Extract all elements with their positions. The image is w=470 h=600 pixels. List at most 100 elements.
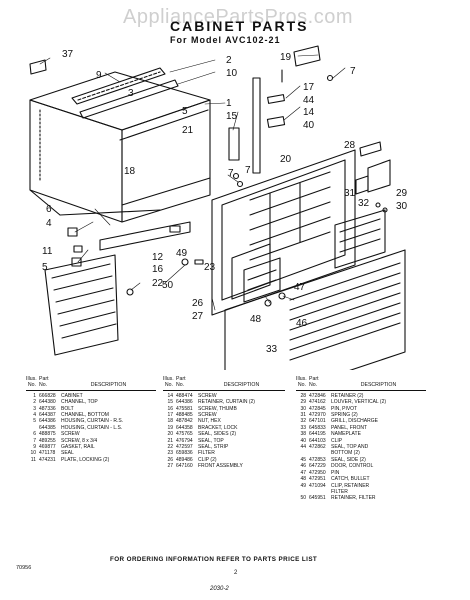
callout-22: 22 bbox=[152, 278, 164, 289]
small-parts-drawing bbox=[29, 59, 388, 307]
illus-number: 17 bbox=[167, 412, 173, 419]
model-subtitle: For Model AVC102-21 bbox=[170, 35, 281, 45]
part-description: SCREW bbox=[198, 412, 217, 419]
callout-47: 47 bbox=[294, 282, 306, 293]
callout-7: 7 bbox=[350, 66, 356, 77]
illus-number: 33 bbox=[300, 424, 306, 431]
illus-number: 20 bbox=[167, 431, 173, 438]
callout-5b: 5 bbox=[42, 262, 48, 273]
discharge-grill-drawing bbox=[334, 159, 391, 269]
part-description: SEAL, SIDE (2) bbox=[331, 456, 366, 463]
callout-20: 20 bbox=[280, 154, 292, 165]
callout-15: 15 bbox=[226, 111, 238, 122]
part-description: CLIP bbox=[331, 437, 343, 444]
part-number: 488875 bbox=[39, 431, 56, 438]
part-number: 644358 bbox=[176, 424, 193, 431]
part-number: 487842 bbox=[176, 418, 193, 425]
part-description: RETAINER (2) bbox=[331, 392, 364, 399]
part-description: GRILL, DISCHARGE bbox=[331, 418, 378, 425]
part-number: 472853 bbox=[309, 456, 326, 463]
illus-number: 3 bbox=[33, 405, 36, 412]
document-code: 70956 bbox=[16, 565, 32, 571]
illus-number: 40 bbox=[300, 437, 306, 444]
cabinet-drawing bbox=[29, 71, 211, 223]
page-title: CABINET PARTS bbox=[170, 18, 309, 34]
side-curtain-drawing bbox=[44, 221, 191, 356]
callout-14: 14 bbox=[303, 107, 315, 118]
part-number: 472951 bbox=[309, 476, 326, 483]
illus-number: 38 bbox=[300, 431, 306, 438]
illus-number: 14 bbox=[167, 392, 173, 399]
part-number: 471178 bbox=[39, 450, 56, 457]
illus-number: 21 bbox=[167, 437, 173, 444]
part-description: RETAINER, CURTAIN (2) bbox=[198, 399, 255, 406]
illus-number: 49 bbox=[300, 482, 306, 489]
callout-3: 3 bbox=[128, 88, 134, 99]
front-grille-drawing bbox=[224, 249, 406, 370]
illus-number: 16 bbox=[167, 405, 173, 412]
callout-9: 9 bbox=[96, 70, 102, 81]
callout-23: 23 bbox=[204, 262, 216, 273]
part-description: HOUSING, CURTAIN - R.S. bbox=[61, 418, 124, 425]
callout-44: 44 bbox=[303, 95, 315, 106]
callout-50: 50 bbox=[162, 280, 174, 291]
part-description: FILTER bbox=[331, 488, 348, 495]
exploded-parts-diagram: 37 9 3 2 10 1 19 5 7 17 44 15 14 40 21 1… bbox=[29, 45, 408, 370]
callout-21: 21 bbox=[182, 125, 194, 136]
part-description: RETAINER, FILTER bbox=[331, 495, 376, 502]
top-rail-drawing bbox=[71, 67, 179, 119]
part-number: 647229 bbox=[309, 463, 326, 470]
part-number: 472970 bbox=[309, 412, 326, 419]
illus-number: 28 bbox=[300, 392, 306, 399]
part-number: 647101 bbox=[309, 418, 326, 425]
part-description: SEAL, TOP bbox=[198, 437, 224, 444]
illus-number: 46 bbox=[300, 463, 306, 470]
callout-17: 17 bbox=[303, 82, 315, 93]
callout-7b: 7 bbox=[228, 168, 234, 179]
illus-number: 29 bbox=[300, 399, 306, 406]
part-description: PIN bbox=[331, 469, 340, 476]
illus-number: 1 bbox=[33, 392, 36, 399]
callout-33: 33 bbox=[266, 344, 278, 355]
part-number: 488485 bbox=[176, 412, 193, 419]
illus-number: 32 bbox=[300, 418, 306, 425]
callout-4: 4 bbox=[46, 218, 52, 229]
callout-12: 12 bbox=[152, 252, 164, 263]
part-number: 489486 bbox=[176, 456, 193, 463]
part-description: CATCH, BULLET bbox=[331, 476, 370, 483]
part-number: 472597 bbox=[176, 444, 193, 451]
part-description: CLIP, RETAINER bbox=[331, 482, 370, 489]
callout-5: 5 bbox=[182, 106, 188, 117]
part-description: FILTER bbox=[198, 450, 215, 457]
illus-number: 19 bbox=[167, 424, 173, 431]
callout-40: 40 bbox=[303, 120, 315, 131]
part-number: 645951 bbox=[309, 495, 326, 502]
part-number: 474162 bbox=[309, 399, 326, 406]
part-description: FRONT ASSEMBLY bbox=[198, 463, 243, 470]
illus-number: 9 bbox=[33, 444, 36, 451]
illus-number: 30 bbox=[300, 405, 306, 412]
callout-labels: 37 9 3 2 10 1 19 5 7 17 44 15 14 40 21 1… bbox=[42, 49, 408, 355]
